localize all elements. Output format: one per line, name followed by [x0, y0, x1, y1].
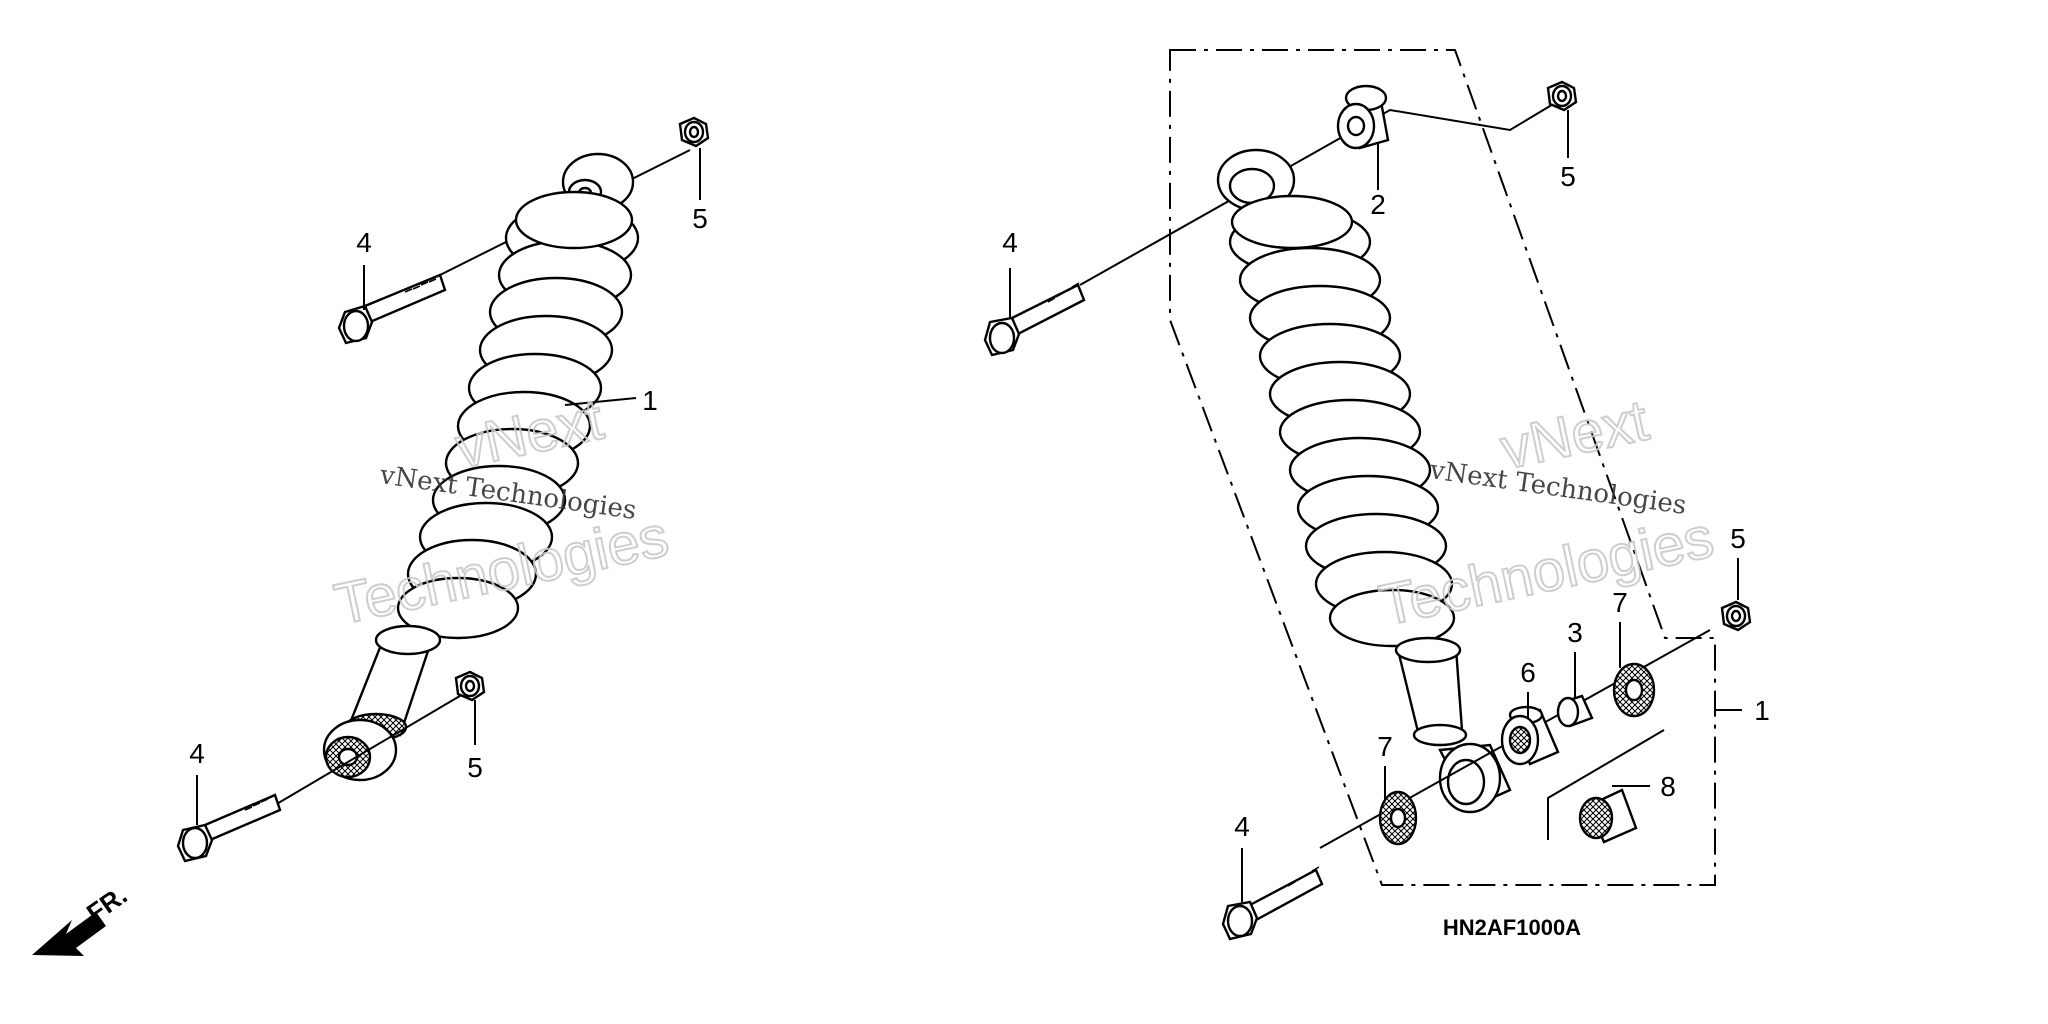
left-lower-nut [454, 670, 486, 702]
right-bottom-eye [1438, 742, 1512, 814]
right-callout-collar: 3 [1567, 617, 1583, 648]
left-lower-bolt [176, 793, 282, 863]
left-lower-axis-line [274, 689, 471, 806]
right-seal-right [1612, 662, 1656, 718]
left-callout-bolt-upper: 4 [356, 227, 372, 258]
left-callout-bolt-lower: 4 [189, 738, 205, 769]
right-callout-bolt-lower: 4 [1234, 811, 1250, 842]
right-upper-nut [1546, 80, 1578, 112]
left-shock-assembly [176, 116, 710, 863]
kit-outline [1169, 49, 1716, 886]
right-bearing [1500, 705, 1560, 766]
front-direction-arrow: FR. [32, 880, 133, 956]
right-collar [1556, 694, 1594, 728]
right-callout-kit: 1 [1754, 695, 1770, 726]
watermark-right-line2: vNext [1495, 388, 1654, 482]
right-bearing-set [1547, 729, 1665, 844]
right-callout-nut-upper: 5 [1560, 161, 1576, 192]
right-callout-shock: 2 [1370, 189, 1386, 220]
right-top-eye [1216, 148, 1296, 212]
right-upper-spring-seat [1230, 194, 1354, 250]
right-callout-bearing: 6 [1520, 657, 1536, 688]
right-damper-body [1394, 636, 1468, 747]
right-leader-lines [1009, 110, 1742, 902]
right-shock-assembly [983, 49, 1752, 941]
left-callout-nut-upper: 5 [692, 203, 708, 234]
right-callout-nut-lower: 5 [1730, 523, 1746, 554]
right-upper-bolt [983, 282, 1086, 357]
left-callout-shock: 1 [642, 385, 658, 416]
left-leader-lines [196, 148, 701, 825]
right-lower-bolt [1221, 866, 1324, 941]
left-upper-bolt [337, 273, 447, 345]
right-seal-left [1378, 790, 1418, 846]
right-coil-spring [1228, 208, 1456, 648]
left-upper-spring-seat [514, 190, 634, 250]
left-callout-nut-lower: 5 [467, 752, 483, 783]
left-upper-nut [678, 116, 710, 148]
diagram-code: HN2AF1000A [1443, 915, 1581, 940]
right-callout-seal-right: 7 [1612, 587, 1628, 618]
left-bottom-eye [322, 718, 398, 782]
right-lower-nut [1720, 600, 1752, 632]
right-callout-bolt-upper: 4 [1002, 227, 1018, 258]
right-upper-bushing [1336, 84, 1390, 150]
right-callout-seal-left: 7 [1377, 731, 1393, 762]
right-callout-bearing-set: 8 [1660, 771, 1676, 802]
